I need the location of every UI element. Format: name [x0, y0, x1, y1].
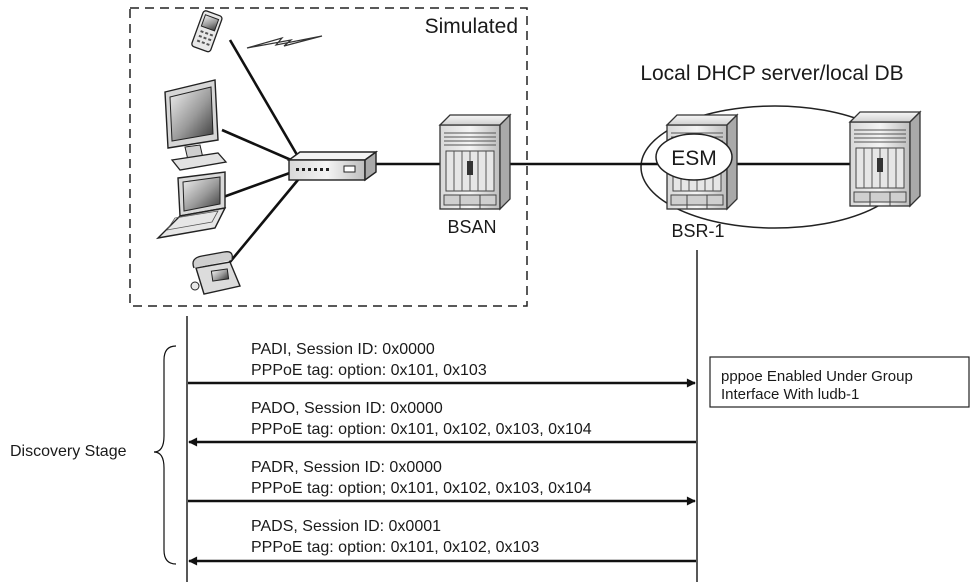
link-laptop-switch: [214, 168, 299, 202]
simulated-region: [129, 7, 528, 307]
note-line-2: Interface With ludb-1: [721, 386, 859, 403]
message-padi: PADI, Session ID: 0x0000 PPPoE tag: opti…: [188, 341, 696, 388]
link-deskphone-switch: [223, 174, 304, 269]
wireless-icon: [246, 35, 323, 49]
link-monitor-switch: [221, 128, 299, 165]
message-tags: PPPoE tag: option: 0x101, 0x103: [251, 362, 487, 379]
discovery-brace: [153, 345, 177, 565]
message-padr: PADR, Session ID: 0x0000 PPPoE tag: opti…: [188, 459, 696, 506]
bsan-label: BSAN: [447, 217, 496, 237]
laptop-icon: [155, 171, 227, 240]
phone-icon: [191, 10, 223, 53]
dhcp-server-router-icon: [849, 111, 921, 207]
switch-icon: [286, 150, 379, 182]
message-label: PADR, Session ID: 0x0000: [251, 459, 442, 476]
topology-links: [214, 39, 850, 269]
message-tags: PPPoE tag: option: 0x101, 0x102, 0x103: [251, 539, 539, 556]
simulated-label: Simulated: [425, 15, 518, 38]
note-line-1: pppoe Enabled Under Group: [721, 368, 913, 385]
link-phone-switch: [228, 39, 302, 161]
esm-label: ESM: [671, 147, 717, 170]
monitor-icon: [164, 79, 228, 171]
message-label: PADO, Session ID: 0x0000: [251, 400, 443, 417]
bsan-router-icon: [439, 114, 511, 210]
dhcp-server-label: Local DHCP server/local DB: [640, 62, 903, 85]
esm-bubble: [655, 133, 733, 181]
discovery-stage-label: Discovery Stage: [10, 443, 127, 460]
message-label: PADI, Session ID: 0x0000: [251, 341, 435, 358]
bsr1-label: BSR-1: [671, 221, 724, 241]
desk-phone-icon: [190, 251, 241, 295]
message-tags: PPPoE tag: option; 0x101, 0x102, 0x103, …: [251, 480, 592, 497]
message-pado: PADO, Session ID: 0x0000 PPPoE tag: opti…: [188, 400, 696, 447]
message-label: PADS, Session ID: 0x0001: [251, 518, 441, 535]
message-pads: PADS, Session ID: 0x0001 PPPoE tag: opti…: [188, 518, 696, 566]
message-tags: PPPoE tag: option: 0x101, 0x102, 0x103, …: [251, 421, 592, 438]
note-box: [709, 356, 970, 408]
